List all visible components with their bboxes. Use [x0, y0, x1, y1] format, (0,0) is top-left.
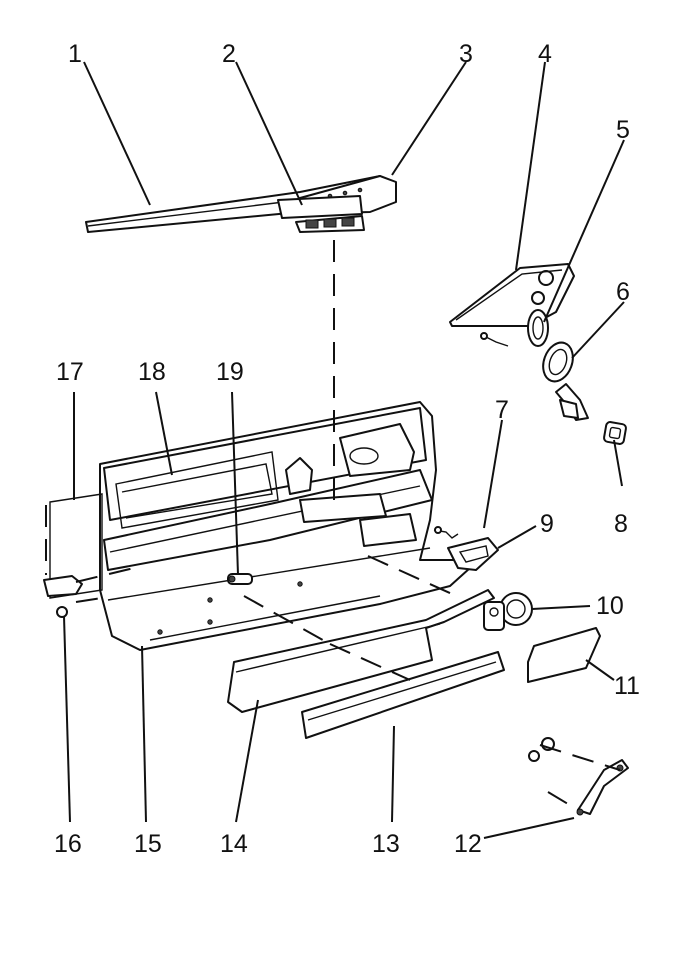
part-9-handle-bezel [447, 537, 499, 571]
part-19-clip [227, 573, 253, 585]
callout-1: 1 [68, 40, 82, 68]
callout-11: 11 [614, 672, 640, 700]
callout-2: 2 [222, 40, 236, 68]
callout-17: 17 [56, 358, 84, 386]
callout-10: 10 [596, 592, 624, 620]
callout-9: 9 [540, 510, 554, 538]
callout-5: 5 [616, 116, 630, 144]
callout-4: 4 [538, 40, 552, 68]
callout-18: 18 [138, 358, 166, 386]
callout-13: 13 [372, 830, 400, 858]
part-11-trim-piece [527, 627, 601, 683]
callout-6: 6 [616, 278, 630, 306]
callout-16: 16 [54, 830, 82, 858]
part-18-trim-panel [99, 401, 471, 651]
part-8-clip [603, 421, 627, 445]
part-10-speaker [483, 592, 533, 631]
callout-7: 7 [495, 396, 509, 424]
callout-numbers: 1 2 3 4 5 6 7 8 9 10 11 12 13 14 15 16 1… [54, 40, 640, 858]
part-2-window-switch [277, 195, 365, 233]
part-6-handle-seal [542, 341, 574, 383]
callout-19: 19 [216, 358, 244, 386]
part-12-bracket [528, 737, 629, 816]
part-16-end-cap [43, 575, 83, 618]
part-4-mirror-cover [449, 263, 575, 327]
callout-12: 12 [454, 830, 482, 858]
part-17-panel-edge [49, 493, 103, 599]
callout-14: 14 [220, 830, 248, 858]
callout-3: 3 [459, 40, 473, 68]
part-13-lower-insert [301, 651, 505, 739]
part-5-bezel [527, 309, 549, 347]
part-7-rod [433, 332, 509, 539]
callout-15: 15 [134, 830, 162, 858]
part-6-handle-lever [555, 383, 589, 421]
callout-8: 8 [614, 510, 628, 538]
assembly-lines [45, 240, 621, 811]
leader-lines [63, 61, 625, 839]
